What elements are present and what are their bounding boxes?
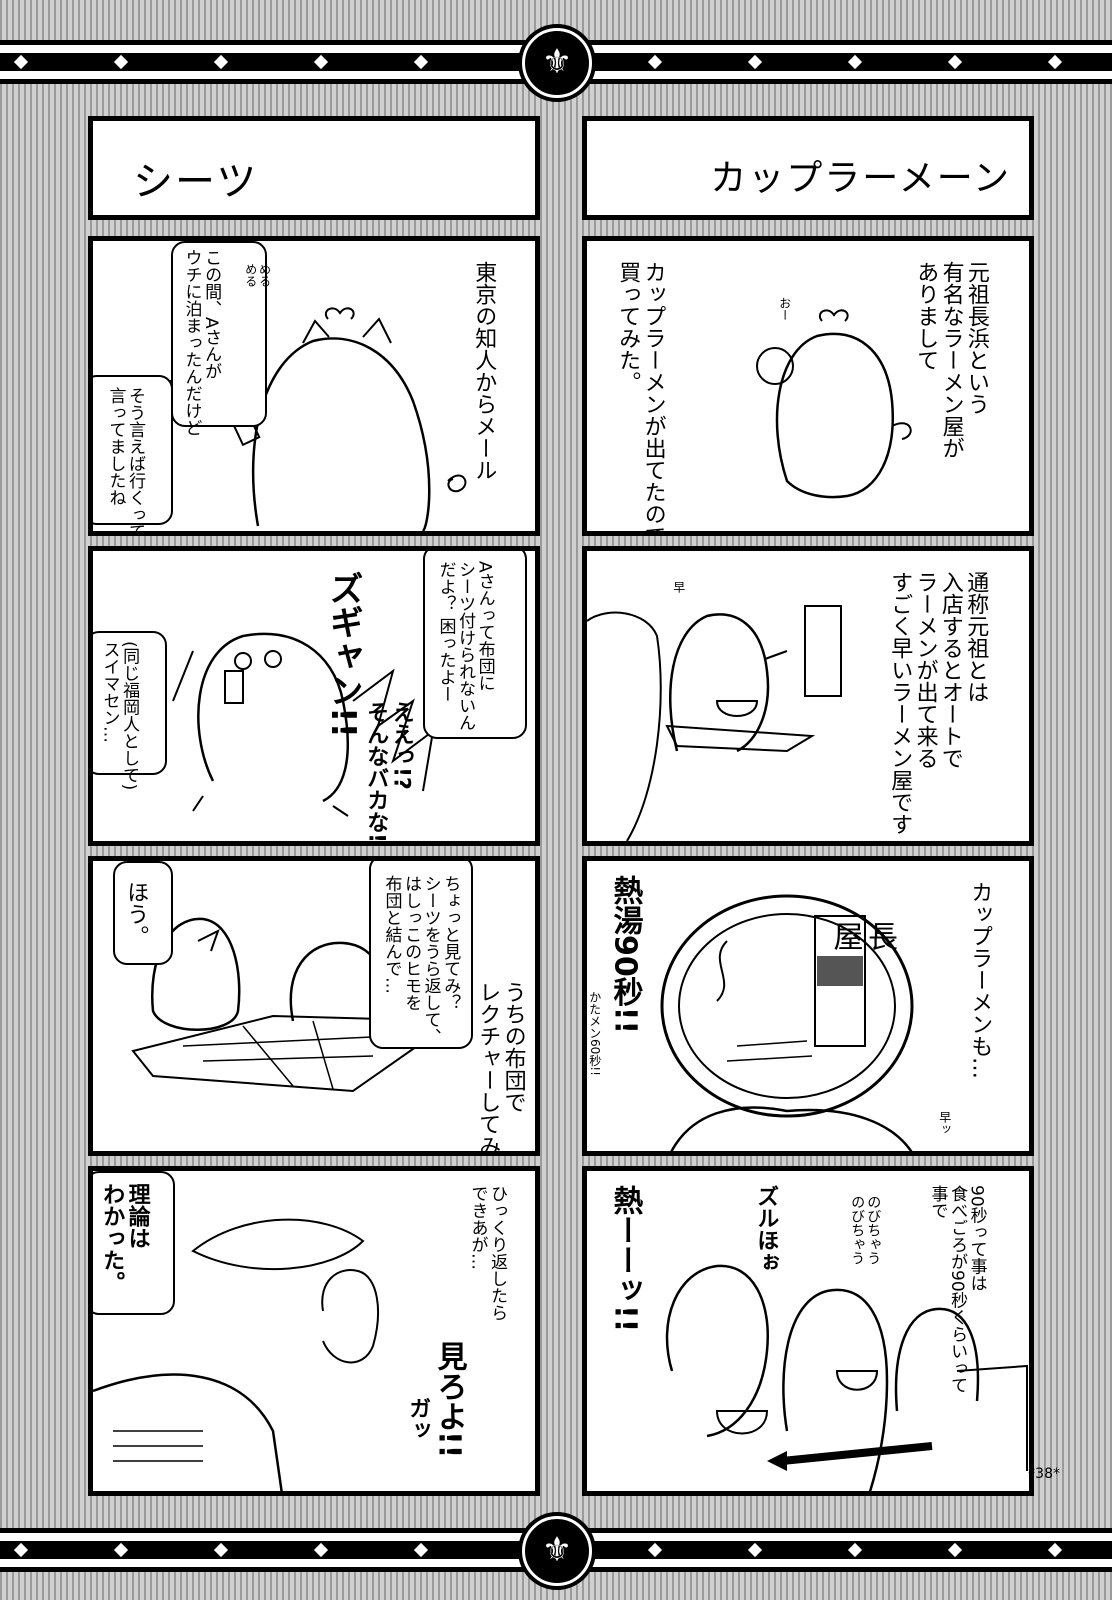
diamond-ornament <box>13 54 29 70</box>
narration-text: 東京の知人からメール <box>471 261 497 481</box>
speech-bubble <box>369 861 473 1049</box>
speech-bubble <box>93 375 173 525</box>
sound-effect-big: ズギャン!! <box>323 571 364 739</box>
diamond-ornament <box>413 54 429 70</box>
sound-effect: める める <box>243 263 272 287</box>
shout-text: 熱ーーッ!! <box>607 1185 643 1333</box>
diamond-ornament <box>947 1542 963 1558</box>
speech-bubble <box>423 551 527 739</box>
sound-effect: ズルほぉ <box>753 1185 779 1273</box>
flipped-futon-drawing <box>93 1218 379 1491</box>
fleur-de-lis-icon: ⚜ <box>522 1516 592 1586</box>
comic-title-right: カップラーメーン <box>710 158 1011 199</box>
diamond-ornament <box>113 1542 129 1558</box>
diamond-ornament <box>313 54 329 70</box>
narration-text: ひっくり返したら できあが… <box>467 1185 508 1321</box>
diamond-ornament <box>113 54 129 70</box>
comic-panel-left-1: 東京の知人からメール この間、Aさんが ウチに泊まったんだけど そう言えば行くっ… <box>88 236 540 536</box>
ramen-shop-drawing <box>587 605 842 841</box>
diamond-ornament <box>647 1542 663 1558</box>
speech-text: 理論は わかった。 <box>99 1183 150 1293</box>
surprised-cat-drawing <box>172 632 435 817</box>
comic-panel-left-3: うちの布団で レクチャーしてみた。 ほう。 ちょっと見てみ？ シーツをうら返して… <box>88 856 540 1156</box>
diamond-ornament <box>847 54 863 70</box>
comic-panel-right-4: 熱ーーッ!! ズルほぉ のびちゃう のびちゃう 90秒って事は 食べごろが90秒… <box>582 1166 1034 1496</box>
comic-panel-right-1: 元祖長浜という 有名なラーメン屋が ありまして カップラーメンが出てたので 買っ… <box>582 236 1034 536</box>
speech-bubble <box>171 241 267 427</box>
speech-bubble <box>93 1171 175 1315</box>
speech-text: (同じ福岡人として) スイマセン… <box>99 641 140 791</box>
diamond-ornament <box>413 1542 429 1558</box>
speech-bubble <box>93 631 167 775</box>
title-box-left: シーツ <box>88 116 540 220</box>
shout-text: ええっ!? そんなバカな!! <box>363 701 414 846</box>
diamond-ornament <box>313 1542 329 1558</box>
speech-bubble <box>113 861 173 965</box>
diamond-ornament <box>213 54 229 70</box>
narration-text: 元祖長浜という 有名なラーメン屋が ありまして <box>913 261 989 459</box>
diamond-ornament <box>747 54 763 70</box>
sound-effect: のびちゃう のびちゃう <box>849 1195 882 1265</box>
diamond-ornament <box>947 54 963 70</box>
label-firm-noodle: かたメン60秒!! <box>587 991 602 1076</box>
shout-text: 見ろよ!! <box>431 1341 467 1459</box>
speech-text: この間、Aさんが ウチに泊まったんだけど <box>181 249 222 436</box>
narration-text: 通称元祖とは 入店するとオートで ラーメンが出て来る すごく早いラーメン屋です <box>887 571 989 835</box>
diamond-ornament <box>1047 1542 1063 1558</box>
title-box-right: カップラーメーン <box>582 116 1034 220</box>
sound-effect: おー <box>777 297 792 321</box>
comic-panel-right-2: 通称元祖とは 入店するとオートで ラーメンが出て来る すごく早いラーメン屋です … <box>582 546 1034 846</box>
speech-text: そう言えば行くって 言ってましたね <box>105 387 146 536</box>
narration-text: 90秒って事は 食べごろが90秒くらいって 事で <box>927 1185 987 1394</box>
eating-ramen-drawing <box>665 1264 1028 1491</box>
lid-brand-text: 長 屋 <box>827 921 898 951</box>
diamond-ornament <box>747 1542 763 1558</box>
narration-text: カップラーメンが出てたので 買ってみた。 <box>615 261 666 536</box>
diamond-ornament <box>847 1542 863 1558</box>
speech-text: Aさんって布団に シーツ付けられないん だよ？ 困ったよー <box>435 561 495 731</box>
speech-text: ほう。 <box>123 881 149 947</box>
sound-effect: ガッ <box>405 1397 431 1441</box>
diamond-ornament <box>213 1542 229 1558</box>
cup-ramen-lid-drawing <box>660 894 914 1151</box>
speech-text: ちょっと見てみ？ シーツをうら返して、 はしっこのヒモを 布団と結んで… <box>381 875 461 1045</box>
sound-effect: 早 <box>671 581 686 593</box>
narration-text: うちの布団で レクチャーしてみた。 <box>475 981 526 1156</box>
sound-effect: 早ッ <box>937 1111 952 1135</box>
comic-panel-left-2: ズギャン!! Aさんって布団に シーツ付けられないん だよ？ 困ったよー (同じ… <box>88 546 540 846</box>
page-number: *38* <box>1028 1466 1060 1482</box>
cat-with-cup-drawing <box>756 309 912 499</box>
comic-panel-right-3: 熱湯90秒!! かたメン60秒!! 長 屋 カップラーメンも… 早ッ <box>582 856 1034 1156</box>
diamond-ornament <box>1047 54 1063 70</box>
comic-title-left: シーツ <box>133 159 259 205</box>
narration-text: カップラーメンも… <box>967 881 993 1079</box>
diamond-ornament <box>647 54 663 70</box>
label-hot-water: 熱湯90秒!! <box>607 875 643 1035</box>
diamond-ornament <box>13 1542 29 1558</box>
fleur-de-lis-icon: ⚜ <box>522 28 592 98</box>
comic-panel-left-4: 理論は わかった。 ひっくり返したら できあが… 見ろよ!! ガッ <box>88 1166 540 1496</box>
